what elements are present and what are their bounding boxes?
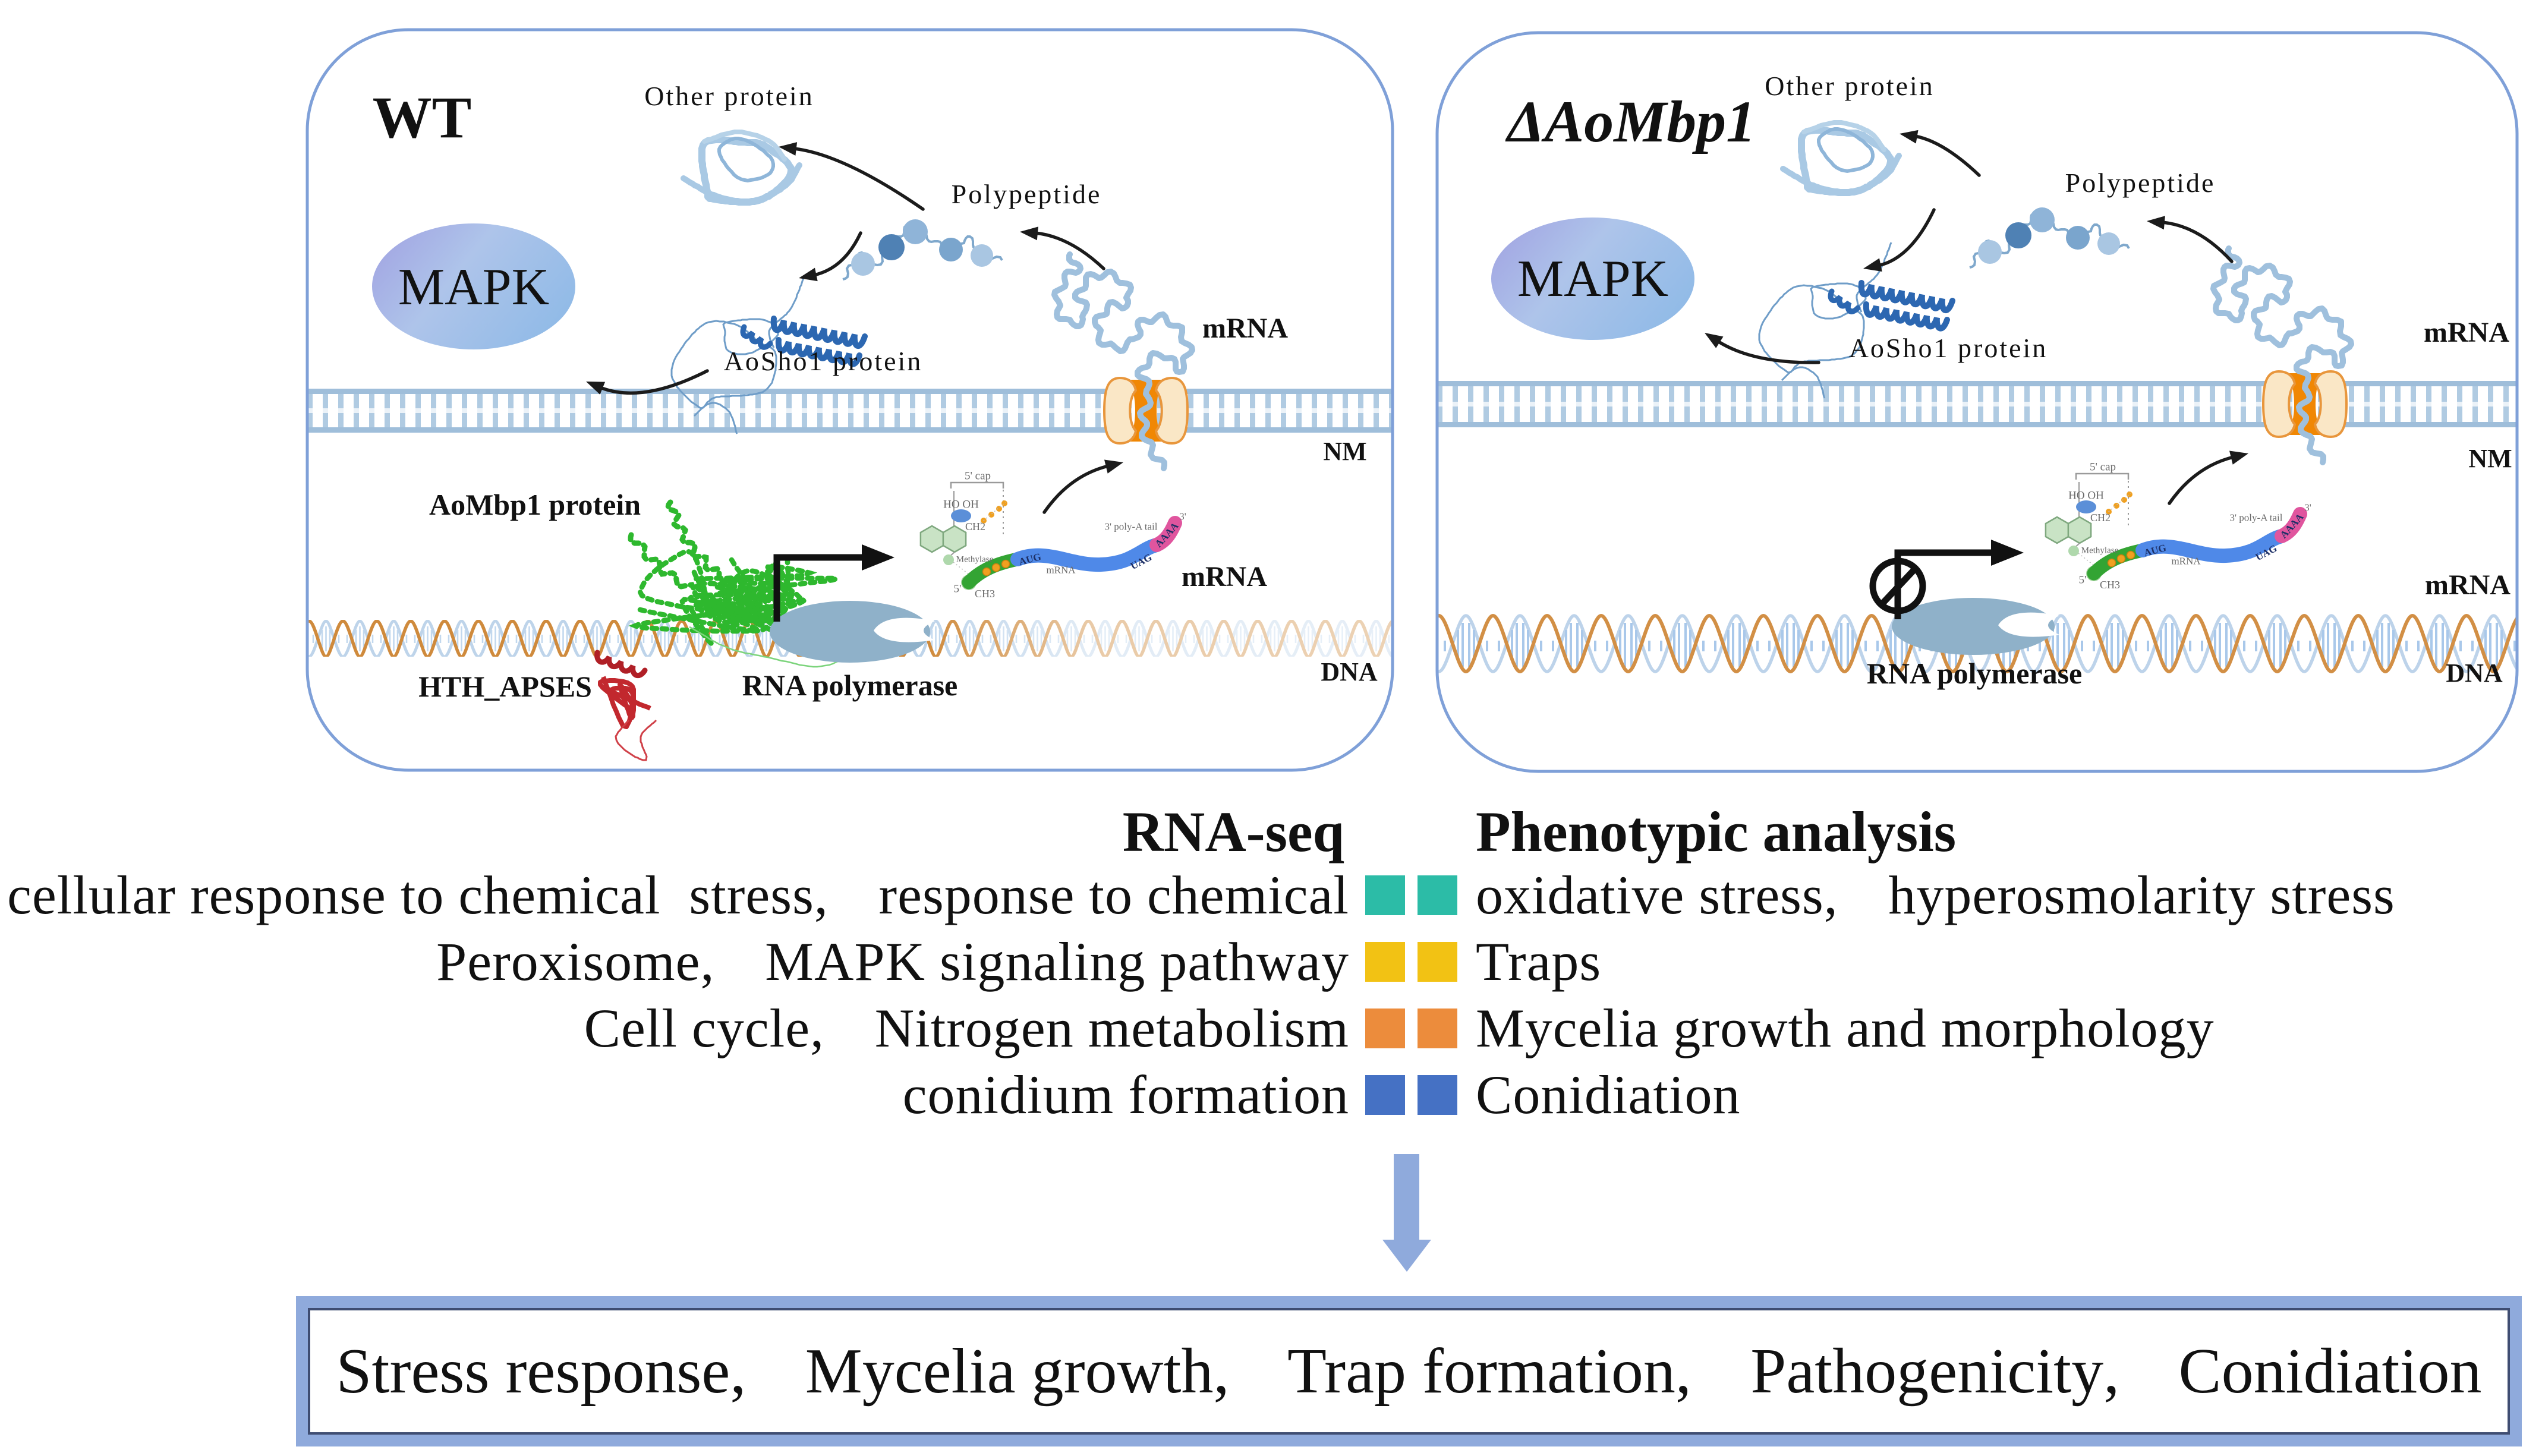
mapk-ellipse	[1491, 218, 1694, 340]
nuclear-membrane	[1437, 381, 2517, 427]
mrna-lower-label: mRNA	[2425, 569, 2510, 601]
wt-title: WT	[372, 84, 472, 150]
conclusion-box-inner: Stress response, Mycelia growth, Trap fo…	[308, 1308, 2510, 1435]
arrow-mrna-to-polypeptide	[2147, 216, 2234, 263]
polya-label: 3' poly-A tail	[2229, 512, 2283, 524]
other-protein-label: Other protein	[1765, 71, 1935, 101]
mapk-ellipse	[372, 223, 575, 349]
five-prime-label: 5'	[953, 582, 962, 595]
polypeptide-label: Polypeptide	[951, 179, 1102, 209]
legend-right-term: Traps	[1476, 931, 1602, 992]
rna-polymerase-label: RNA polymerase	[1866, 657, 2083, 690]
legend-color-swatch	[1418, 942, 1457, 982]
conclusion-text: Stress response, Mycelia growth, Trap fo…	[336, 1335, 2482, 1407]
legend-header-rnaseq: RNA-seq	[1122, 800, 1344, 863]
legend-right-term: Mycelia growth and morphology	[1476, 998, 2215, 1058]
aosho1-ribbon	[1758, 242, 1955, 399]
dna-label: DNA	[1321, 657, 1378, 686]
conclusion-box: Stress response, Mycelia growth, Trap fo…	[296, 1296, 2522, 1446]
ch2-label: CH2	[2090, 512, 2111, 524]
three-prime-label: 3'	[1179, 510, 1186, 522]
dna-label: DNA	[2446, 658, 2503, 688]
other-protein-ribbon	[1780, 120, 1902, 196]
legend-color-swatch	[1365, 1075, 1405, 1115]
rna-polymerase-label: RNA polymerase	[742, 669, 958, 702]
arrow-mrna-to-pore	[1042, 459, 1123, 514]
mutant-panel-border	[1435, 31, 2519, 773]
transcription-bent-arrow	[1894, 540, 2024, 619]
mrna-cap-structure	[919, 481, 1182, 590]
legend-right-term: oxidative stress, hyperosmolarity stress	[1476, 865, 2395, 925]
panel-wt	[305, 28, 1394, 772]
aosho1-label: AoSho1 protein	[723, 346, 923, 376]
methylase-label: Methylase	[956, 554, 994, 565]
panel-mutant	[1435, 31, 2519, 773]
legend-color-swatch	[1418, 1075, 1457, 1115]
arrow-mrna-to-pore	[2168, 450, 2248, 505]
ch3-label: CH3	[2099, 579, 2121, 591]
mrna-squiggle	[1051, 251, 1195, 471]
nm-label: NM	[1323, 437, 1367, 466]
legend-color-swatch	[1365, 875, 1405, 915]
mrna-small-label: mRNA	[2171, 555, 2201, 567]
mrna-upper-label: mRNA	[1202, 313, 1288, 344]
arrow-to-aosho1	[1863, 208, 1936, 272]
aosho1-ribbon	[670, 278, 868, 434]
legend-left-term: conidium formation	[902, 1064, 1349, 1125]
arrow-mrna-to-polypeptide	[1020, 226, 1105, 270]
legend-left-term: cellular response to chemical stress, re…	[7, 865, 1349, 925]
legend-left-term: Peroxisome, MAPK signaling pathway	[436, 931, 1349, 992]
ch3-label: CH3	[974, 588, 996, 600]
polypeptide-chain	[1969, 207, 2130, 269]
arrow-to-other-protein	[1900, 130, 1981, 177]
arrow-aosho1-to-mapk	[586, 369, 709, 395]
polypeptide-chain	[842, 219, 1003, 281]
ch2-label: CH2	[965, 521, 986, 532]
three-prime-label: 3'	[2304, 502, 2311, 513]
mrna-squiggle	[2210, 245, 2354, 465]
hth-apses-ribbon	[594, 650, 657, 761]
arrow-aosho1-to-mapk	[1705, 333, 1820, 364]
ho-oh-label: HO OH	[2068, 489, 2104, 502]
mrna-cap-structure	[2045, 472, 2307, 581]
prohibition-sign	[1869, 557, 1926, 614]
five-prime-label: 5'	[2078, 573, 2087, 587]
rna-polymerase	[770, 601, 935, 663]
mapk-label: MAPK	[1517, 250, 1669, 308]
down-arrow	[1382, 1154, 1431, 1272]
aombp1-label: AoMbp1 protein	[429, 488, 641, 521]
cap5-label: 5' cap	[2089, 461, 2116, 474]
legend-right-term: Conidiation	[1476, 1064, 1741, 1125]
methylase-label: Methylase	[2081, 546, 2119, 556]
other-protein-label: Other protein	[644, 81, 814, 111]
aosho1-label: AoSho1 protein	[1848, 333, 2048, 363]
polya-label: 3' poly-A tail	[1104, 521, 1158, 532]
legend-left-term: Cell cycle, Nitrogen metabolism	[584, 998, 1349, 1058]
ho-oh-label: HO OH	[943, 498, 979, 511]
legend-color-swatch	[1418, 875, 1457, 915]
legend-header-phenotypic: Phenotypic analysis	[1476, 800, 1957, 863]
polypeptide-label: Polypeptide	[2065, 168, 2216, 198]
hth-apses-label: HTH_APSES	[418, 670, 592, 703]
nuclear-membrane	[307, 389, 1393, 433]
legend-color-swatch	[1418, 1009, 1457, 1048]
mapk-label: MAPK	[398, 259, 550, 316]
legend-color-swatch	[1365, 942, 1405, 982]
nm-label: NM	[2468, 444, 2512, 473]
rna-polymerase	[1892, 598, 2059, 655]
other-protein-ribbon	[681, 130, 802, 206]
arrow-to-other-protein	[779, 142, 925, 211]
wt-panel-border	[305, 28, 1394, 772]
cap5-label: 5' cap	[964, 469, 991, 483]
transcription-bent-arrow	[773, 544, 894, 622]
mrna-upper-label: mRNA	[2424, 317, 2509, 348]
legend-color-swatch	[1365, 1009, 1405, 1048]
arrow-to-aosho1	[799, 231, 862, 282]
mrna-lower-label: mRNA	[1182, 561, 1267, 593]
mrna-small-label: mRNA	[1046, 564, 1076, 576]
mutant-title: ΔAoMbp1	[1507, 89, 1756, 155]
